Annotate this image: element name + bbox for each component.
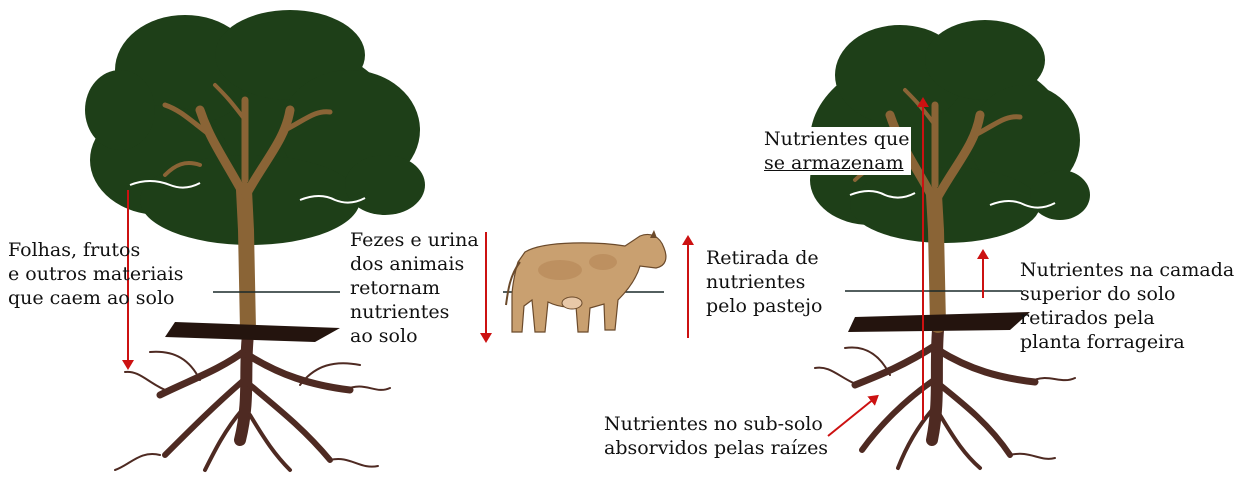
label-topsoil-line-4: planta forrageira <box>1020 331 1185 353</box>
label-grazing: Retirada de nutrientes pelo pastejo <box>706 246 822 318</box>
label-grazing-line-2: nutrientes <box>706 271 806 293</box>
right-tree-canopy <box>810 20 1090 243</box>
label-subsoil: Nutrientes no sub-solo absorvidos pelas … <box>604 412 828 460</box>
arrows <box>122 97 989 437</box>
right-tree <box>810 20 1090 470</box>
left-tree-trunk <box>162 83 333 338</box>
right-soil-layer <box>848 312 1030 332</box>
label-manure-line-4: nutrientes <box>350 301 450 323</box>
left-soil-layer <box>165 322 340 342</box>
label-manure: Fezes e urina dos animais retornam nutri… <box>350 228 479 348</box>
label-topsoil-line-3: retirados pela <box>1020 307 1155 329</box>
label-topsoil: Nutrientes na camada superior do solo re… <box>1020 258 1234 354</box>
cow <box>503 230 667 333</box>
right-tree-roots <box>814 324 1076 470</box>
label-topsoil-line-2: superior do solo <box>1020 283 1176 305</box>
left-tree-canopy <box>85 10 425 245</box>
label-subsoil-line-2: absorvidos pelas raízes <box>604 437 829 459</box>
subsoil-uptake-arrow <box>827 394 879 437</box>
label-manure-line-5: ao solo <box>350 325 418 347</box>
label-grazing-line-3: pelo pastejo <box>706 295 823 317</box>
left-tree <box>85 10 425 472</box>
label-stored-line-1: Nutrientes que <box>764 128 910 150</box>
label-manure-line-3: retornam <box>350 277 441 299</box>
label-left-fall-line-1: Folhas, frutos <box>8 239 141 261</box>
label-stored: Nutrientes que se armazenam <box>762 127 912 175</box>
label-subsoil-line-1: Nutrientes no sub-solo <box>604 413 823 435</box>
label-topsoil-line-1: Nutrientes na camada <box>1020 259 1235 281</box>
label-manure-line-1: Fezes e urina <box>350 229 479 251</box>
label-left-fall: Folhas, frutos e outros materiais que ca… <box>8 238 183 310</box>
label-stored-line-2: se armazenam <box>764 152 904 174</box>
label-manure-line-2: dos animais <box>350 253 465 275</box>
label-left-fall-line-3: que caem ao solo <box>8 287 175 309</box>
left-tree-roots <box>114 329 391 472</box>
label-left-fall-line-2: e outros materiais <box>8 263 184 285</box>
label-grazing-line-1: Retirada de <box>706 247 819 269</box>
